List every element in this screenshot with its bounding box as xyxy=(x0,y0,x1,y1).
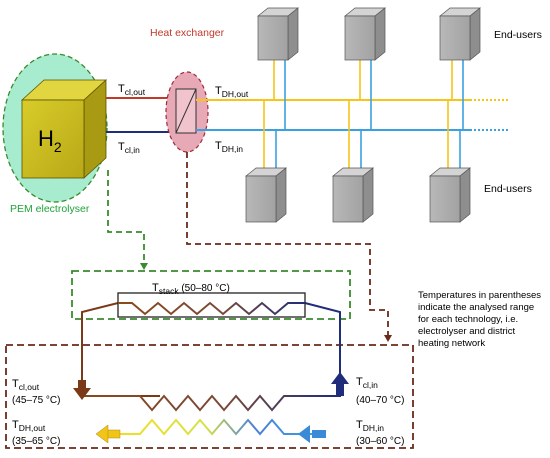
label-tcl-out-top: Tcl,out xyxy=(118,83,146,97)
h2-label: H2 xyxy=(38,126,62,155)
heat-exchanger-label: Heat exchanger xyxy=(150,27,225,39)
hx-coolant-coil xyxy=(82,394,340,412)
label-tcl-in-bottom: Tcl,in xyxy=(356,376,378,390)
coolant-in-arrow xyxy=(331,372,349,396)
pem-zoom-connector xyxy=(107,170,145,266)
building-bottom-2 xyxy=(332,167,374,223)
label-tdh-in-bottom: TDH,in xyxy=(356,419,384,433)
note-line: electrolyser and district xyxy=(418,326,516,337)
hx-detail-box xyxy=(5,344,414,449)
dh-in-arrow xyxy=(298,425,326,443)
h2-electrolyser-cube: H2 xyxy=(20,79,108,179)
label-tcl-in-top: Tcl,in xyxy=(118,141,140,155)
stack-rectangle xyxy=(117,292,306,318)
heat-exchanger-symbol xyxy=(175,88,197,134)
note-line: indicate the analysed range xyxy=(418,302,534,313)
stack-coil xyxy=(118,301,305,316)
label-tcl-out-bottom: Tcl,out xyxy=(12,378,40,392)
hx-dh-coil xyxy=(120,418,312,436)
range-tcl-out: (45–75 °C) xyxy=(12,395,60,406)
label-tdh-in-top: TDH,in xyxy=(215,140,243,154)
building-connections xyxy=(263,58,464,170)
building-bottom-3 xyxy=(429,167,471,223)
range-tdh-in: (30–60 °C) xyxy=(356,436,404,447)
note-line: Temperatures in parentheses xyxy=(418,290,541,301)
range-tdh-out: (35–65 °C) xyxy=(12,436,60,447)
note-line: for each technology, i.e. xyxy=(418,314,518,325)
end-users-top-label: End-users xyxy=(494,29,542,41)
hx-zoom-arrowhead xyxy=(384,335,392,342)
building-bottom-1 xyxy=(245,167,287,223)
building-top-1 xyxy=(257,7,299,61)
note-text: Temperatures in parentheses indicate the… xyxy=(418,290,541,349)
building-top-3 xyxy=(439,7,481,61)
label-tstack: Tstack (50–80 °C) xyxy=(152,282,230,296)
coolant-out-arrow xyxy=(73,380,91,400)
building-top-2 xyxy=(344,7,386,61)
note-line: heating network xyxy=(418,338,485,349)
hx-zoom-connector xyxy=(186,152,389,338)
pem-electrolyser-label: PEM electrolyser xyxy=(10,203,90,215)
dh-out-arrow xyxy=(95,424,121,444)
label-tdh-out-bottom: TDH,out xyxy=(12,419,46,433)
stack-detail-box xyxy=(71,270,351,320)
range-tcl-in: (40–70 °C) xyxy=(356,395,404,406)
pem-zoom-arrowhead xyxy=(140,263,148,270)
label-tdh-out-top: TDH,out xyxy=(215,85,249,99)
end-users-bottom-label: End-users xyxy=(484,183,532,195)
